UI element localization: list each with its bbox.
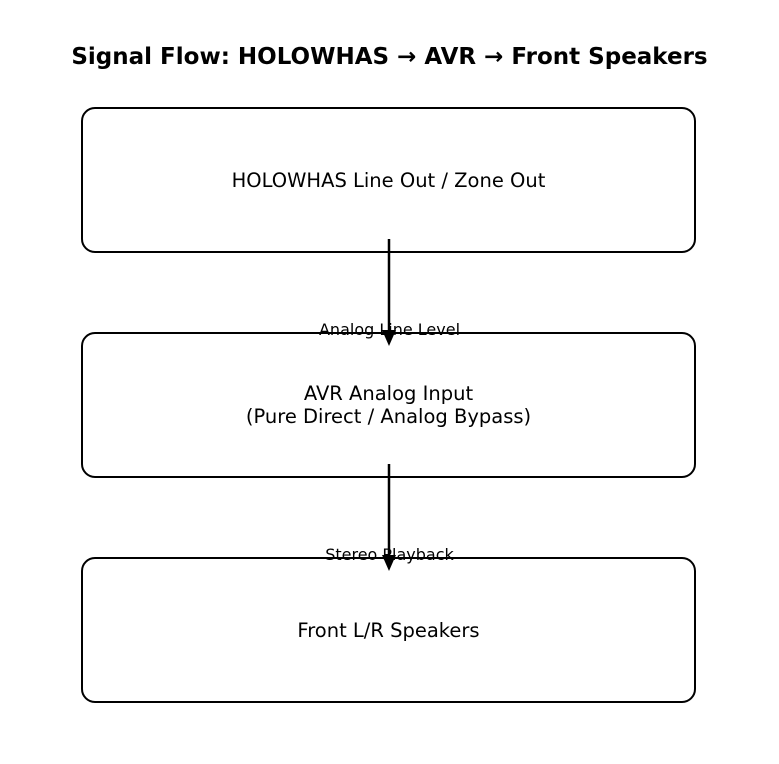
node-avr-analog-input: AVR Analog Input (Pure Direct / Analog B… [81,332,696,478]
node-holowhas-line-out: HOLOWHAS Line Out / Zone Out [81,107,696,253]
node-label: Front L/R Speakers [297,618,480,642]
node-label: AVR Analog Input (Pure Direct / Analog B… [245,382,532,428]
diagram-title: Signal Flow: HOLOWHAS → AVR → Front Spea… [71,44,708,70]
node-label: HOLOWHAS Line Out / Zone Out [231,168,546,192]
edge-label-stereo-playback: Stereo Playback [325,545,454,564]
edge-label-analog-line-level: Analog Line Level [318,320,461,339]
node-front-speakers: Front L/R Speakers [81,557,696,703]
